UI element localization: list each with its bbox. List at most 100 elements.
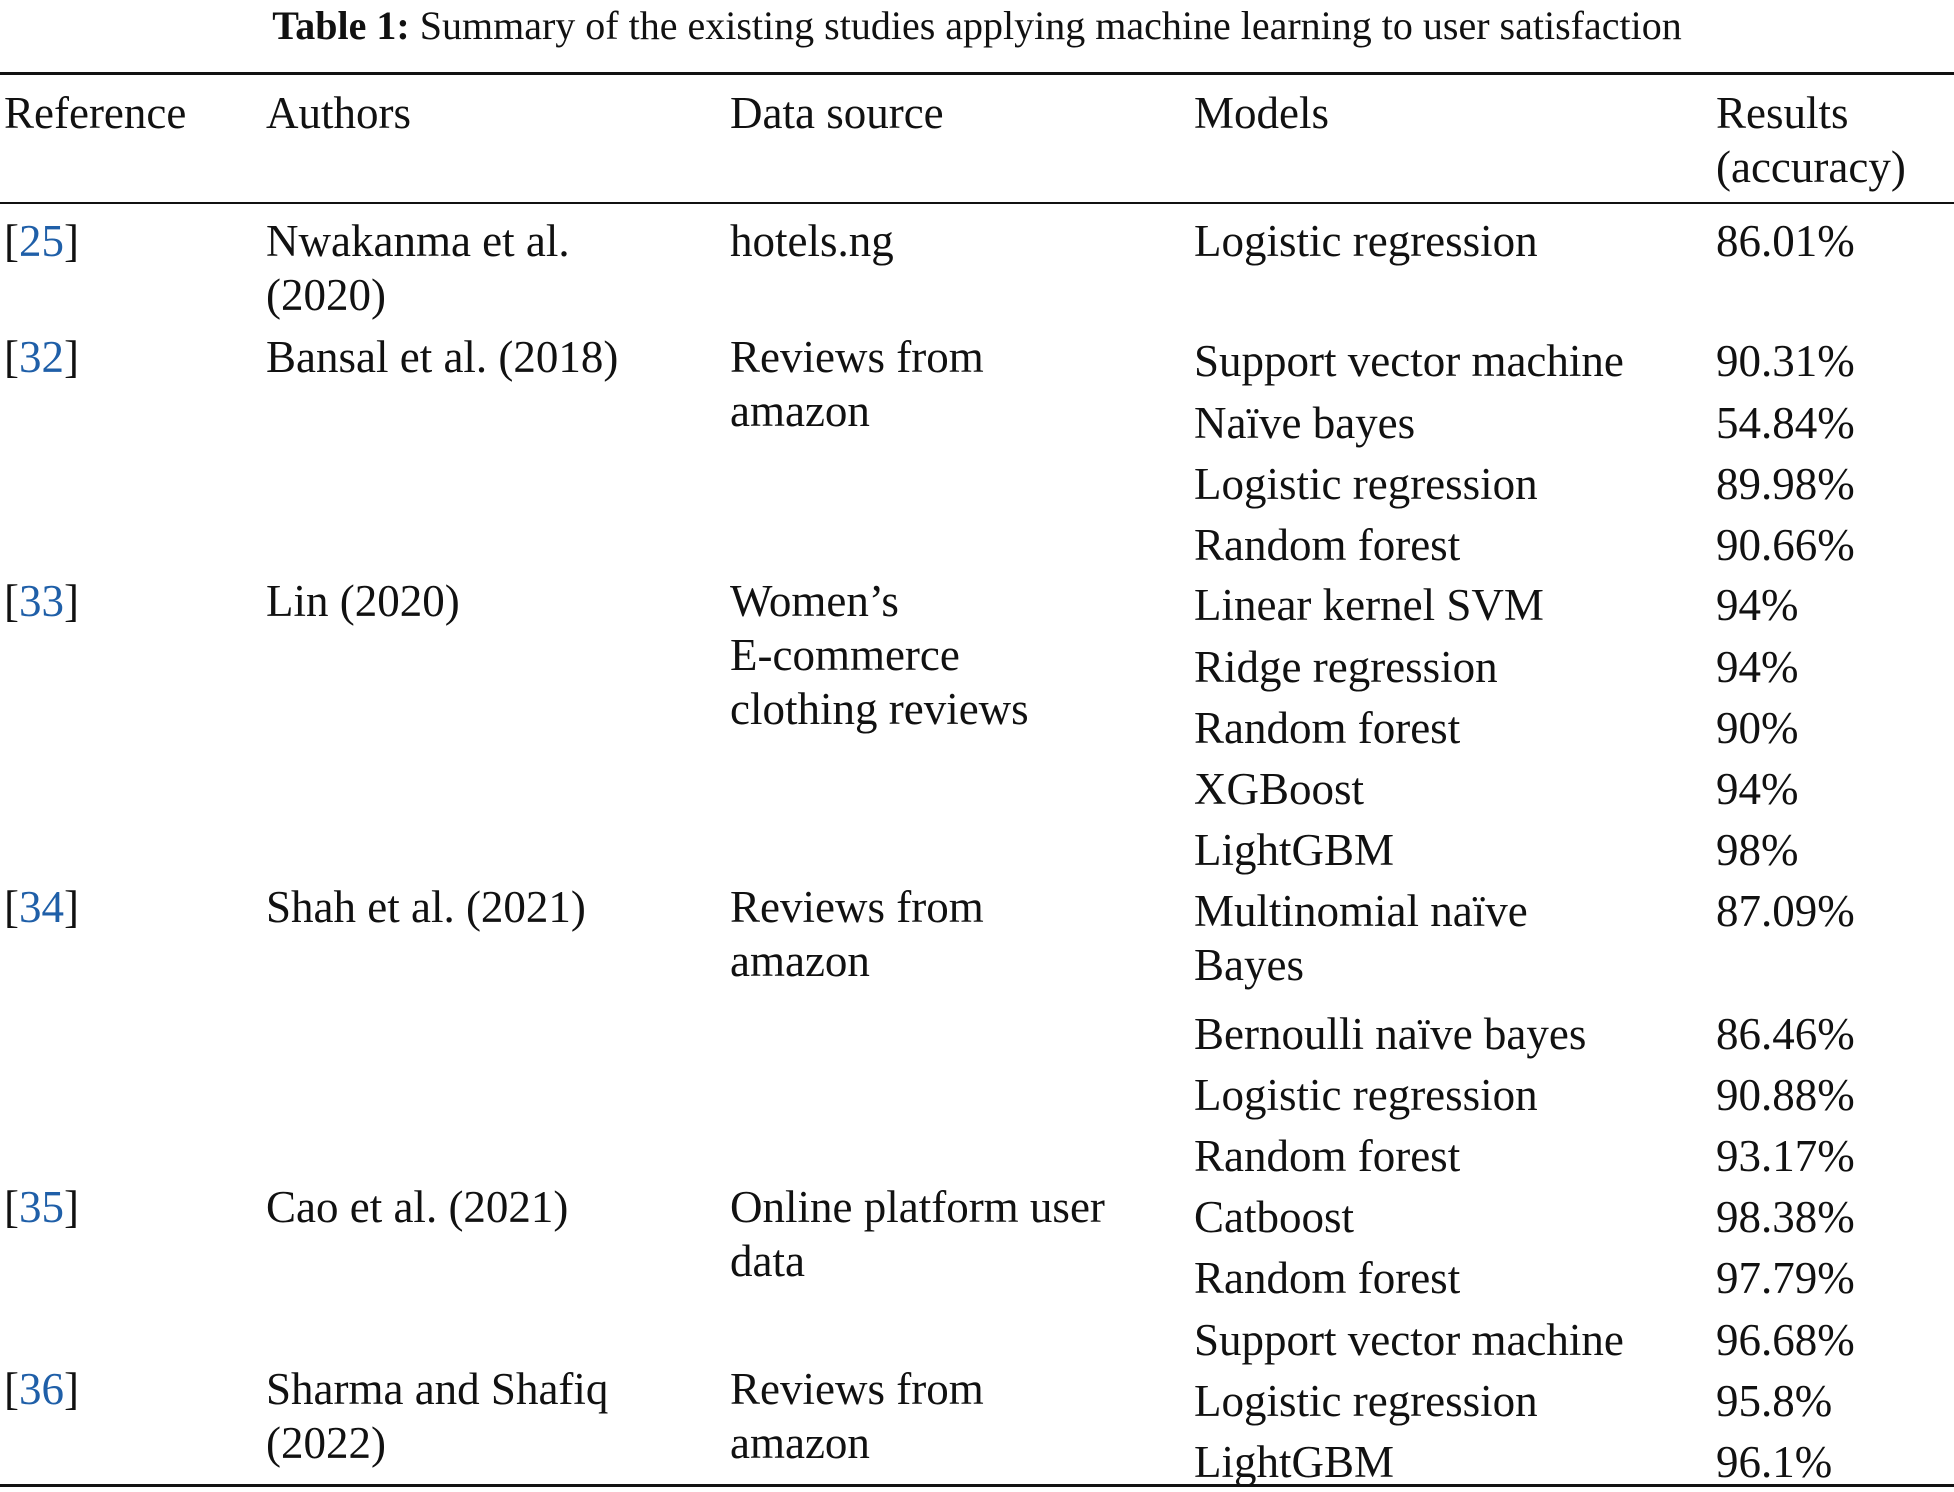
data-source-line: Women’s (730, 576, 899, 626)
data-source-line: hotels.ng (730, 216, 894, 266)
model-line: Bernoulli naïve bayes (1194, 1009, 1587, 1059)
citation-link[interactable]: 36 (19, 1364, 64, 1414)
result-cell: 86.46% (1716, 1009, 1855, 1059)
reference-cell: [33] (4, 576, 79, 626)
table-caption-label: Table 1: (272, 3, 410, 48)
reference-cell: [34] (4, 882, 79, 932)
model-line: Naïve bayes (1194, 398, 1416, 448)
model-line: Logistic regression (1194, 459, 1538, 509)
model-line: Bayes (1194, 940, 1304, 990)
model-line: Logistic regression (1194, 216, 1538, 266)
result-cell: 96.68% (1716, 1315, 1855, 1365)
reference-cell: [35] (4, 1182, 79, 1232)
model-line: XGBoost (1194, 764, 1365, 814)
model-line: Random forest (1194, 1253, 1461, 1303)
data-source-cell: hotels.ng (730, 214, 894, 268)
header-results: Results (accuracy) (1716, 86, 1906, 194)
citation-link[interactable]: 35 (19, 1182, 64, 1232)
model-cell: Random forest (1194, 1129, 1460, 1183)
citation-link[interactable]: 32 (19, 332, 64, 382)
model-cell: LightGBM (1194, 1435, 1394, 1489)
data-source-line: amazon (730, 1418, 870, 1468)
model-line: Catboost (1194, 1192, 1355, 1242)
table-bottom-rule (0, 1484, 1954, 1487)
reference-cell: [32] (4, 332, 79, 382)
reference-cell: [25] (4, 216, 79, 266)
model-cell: Logistic regression (1194, 1374, 1538, 1428)
model-cell: Support vector machine (1194, 1313, 1624, 1367)
result-cell: 54.84% (1716, 398, 1855, 448)
table-top-rule (0, 72, 1954, 75)
model-cell: Logistic regression (1194, 214, 1538, 268)
model-cell: Bernoulli naïve bayes (1194, 1007, 1586, 1061)
model-cell: Random forest (1194, 701, 1460, 755)
model-cell: Naïve bayes (1194, 396, 1415, 450)
model-cell: Random forest (1194, 518, 1460, 572)
model-cell: Support vector machine (1194, 334, 1624, 388)
model-line: Support vector machine (1194, 1315, 1624, 1365)
authors-cell: Bansal et al. (2018) (266, 330, 618, 384)
data-source-line: Reviews from (730, 1364, 984, 1414)
authors-line: Cao et al. (2021) (266, 1182, 569, 1232)
authors-cell: Sharma and Shafiq(2022) (266, 1362, 608, 1470)
result-cell: 90% (1716, 703, 1799, 753)
header-models: Models (1194, 88, 1329, 138)
result-cell: 90.66% (1716, 520, 1855, 570)
data-source-line: clothing reviews (730, 684, 1029, 734)
model-line: Multinomial naïve (1194, 886, 1528, 936)
model-cell: Linear kernel SVM (1194, 578, 1544, 632)
authors-line: Bansal et al. (2018) (266, 332, 619, 382)
table-header-rule (0, 202, 1954, 204)
result-cell: 98% (1716, 825, 1799, 875)
citation-link[interactable]: 34 (19, 882, 64, 932)
model-line: Random forest (1194, 520, 1461, 570)
reference-cell: [36] (4, 1364, 79, 1414)
model-cell: Logistic regression (1194, 457, 1538, 511)
model-line: Random forest (1194, 703, 1461, 753)
authors-cell: Lin (2020) (266, 574, 460, 628)
citation-link[interactable]: 33 (19, 576, 64, 626)
model-cell: Random forest (1194, 1251, 1460, 1305)
result-cell: 98.38% (1716, 1192, 1855, 1242)
result-cell: 95.8% (1716, 1376, 1833, 1426)
model-cell: XGBoost (1194, 762, 1364, 816)
result-cell: 86.01% (1716, 216, 1855, 266)
model-line: Random forest (1194, 1131, 1461, 1181)
result-cell: 94% (1716, 580, 1799, 630)
authors-line: Lin (2020) (266, 576, 460, 626)
citation-link[interactable]: 25 (19, 216, 64, 266)
model-line: Support vector machine (1194, 336, 1624, 386)
result-cell: 94% (1716, 642, 1799, 692)
model-cell: Ridge regression (1194, 640, 1498, 694)
result-cell: 90.88% (1716, 1070, 1855, 1120)
model-line: LightGBM (1194, 1437, 1395, 1487)
model-line: Linear kernel SVM (1194, 580, 1544, 630)
model-cell: LightGBM (1194, 823, 1394, 877)
result-cell: 94% (1716, 764, 1799, 814)
authors-line: Shah et al. (2021) (266, 882, 586, 932)
model-line: Logistic regression (1194, 1070, 1538, 1120)
result-cell: 97.79% (1716, 1253, 1855, 1303)
header-authors: Authors (266, 88, 411, 138)
data-source-line: amazon (730, 386, 870, 436)
data-source-line: Online platform user (730, 1182, 1105, 1232)
authors-cell: Cao et al. (2021) (266, 1180, 568, 1234)
table-caption: Table 1: Summary of the existing studies… (0, 2, 1954, 50)
data-source-line: amazon (730, 936, 870, 986)
result-cell: 93.17% (1716, 1131, 1855, 1181)
model-line: Logistic regression (1194, 1376, 1538, 1426)
header-reference: Reference (4, 88, 187, 138)
table-caption-text: Summary of the existing studies applying… (419, 3, 1682, 48)
authors-line: Sharma and Shafiq (266, 1364, 609, 1414)
result-cell: 96.1% (1716, 1437, 1833, 1487)
authors-line: Nwakanma et al. (266, 216, 570, 266)
authors-cell: Shah et al. (2021) (266, 880, 586, 934)
data-source-line: data (730, 1236, 805, 1286)
header-results-line1: Results (1716, 88, 1849, 138)
data-source-line: Reviews from (730, 882, 984, 932)
